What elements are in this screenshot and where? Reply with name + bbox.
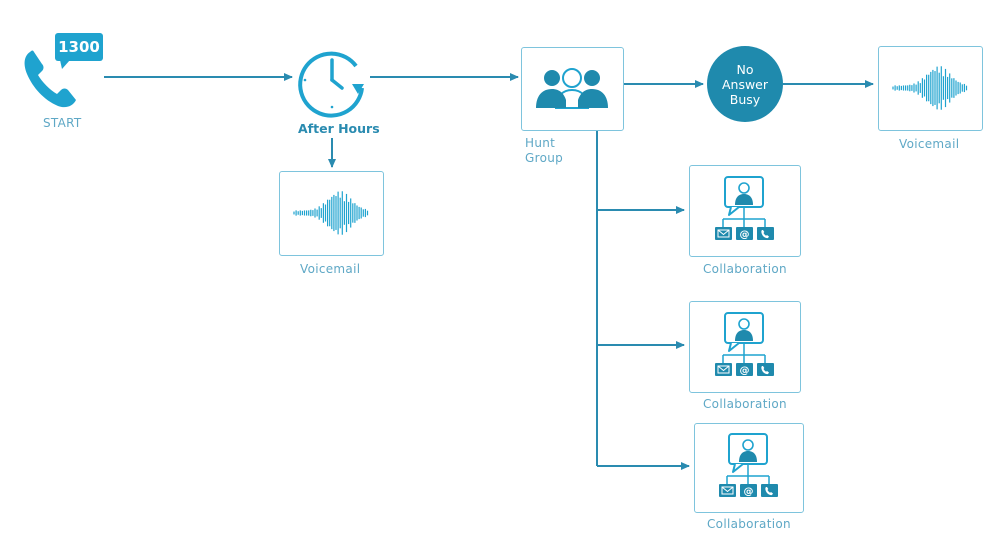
svg-text:@: @ [740, 366, 750, 377]
voicemail-after-hours-box[interactable] [279, 171, 384, 256]
waveform-icon [293, 191, 369, 235]
phone-icon [24, 50, 77, 108]
collaboration-icon: @ [715, 312, 774, 377]
start-badge: 1300 [55, 33, 103, 61]
hunt-group-box[interactable] [521, 47, 624, 131]
svg-text:@: @ [744, 487, 754, 498]
no-answer-line2: Answer [721, 76, 769, 92]
collaboration-label-1: Collaboration [703, 262, 787, 276]
voicemail-end-label: Voicemail [899, 137, 960, 151]
collaboration-icon: @ [719, 433, 778, 498]
start-label: START [43, 116, 82, 130]
voicemail-after-hours-label: Voicemail [300, 262, 361, 276]
start-node[interactable] [18, 40, 108, 110]
collaboration-box-2[interactable]: @ [689, 301, 801, 393]
group-icon [536, 68, 608, 109]
after-hours-label: After Hours [298, 121, 380, 136]
collaboration-box-3[interactable]: @ [694, 423, 804, 513]
after-hours-node[interactable] [296, 44, 372, 120]
collaboration-icon: @ [715, 176, 774, 241]
voicemail-end-box[interactable] [878, 46, 983, 131]
badge-pointer-icon [60, 60, 70, 69]
clock-icon [298, 51, 364, 118]
no-answer-line1: No [736, 61, 754, 77]
no-answer-line3: Busy [729, 91, 761, 107]
svg-text:@: @ [740, 230, 750, 241]
waveform-icon [892, 66, 968, 110]
hunt-group-label-line2: Group [525, 151, 564, 165]
collaboration-box-1[interactable]: @ [689, 165, 801, 257]
collaboration-label-3: Collaboration [707, 517, 791, 531]
hunt-group-label-line1: Hunt [525, 136, 556, 150]
no-answer-busy-node[interactable]: No Answer Busy [707, 46, 783, 122]
collaboration-label-2: Collaboration [703, 397, 787, 411]
